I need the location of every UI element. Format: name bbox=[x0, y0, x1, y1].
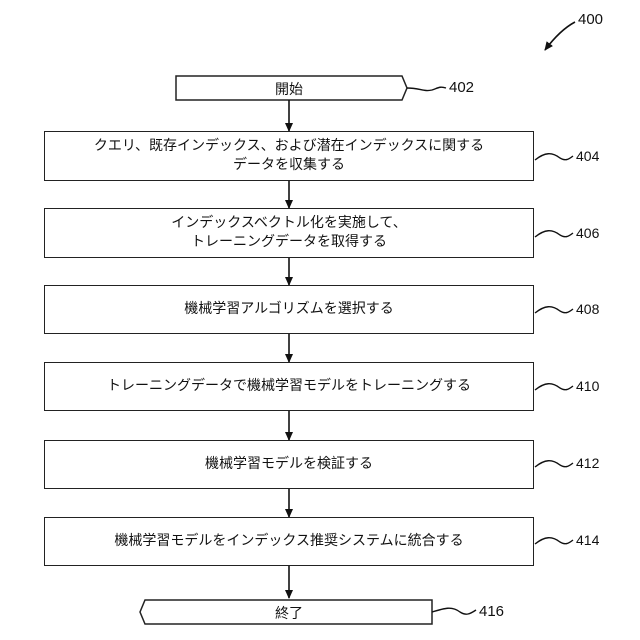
leader-line-414 bbox=[535, 538, 573, 544]
process-text-line: 機械学習モデルをインデックス推奨システムに統合する bbox=[114, 532, 463, 551]
process-text: トレーニングデータで機械学習モデルをトレーニングする bbox=[107, 377, 471, 396]
end-label: 終了 bbox=[275, 606, 303, 622]
leader-line-410 bbox=[535, 384, 573, 390]
process-box-408: 機械学習アルゴリズムを選択する bbox=[44, 285, 534, 334]
figure-ref-arrow bbox=[545, 22, 575, 50]
ref-412: 412 bbox=[576, 455, 599, 471]
ref-402: 402 bbox=[449, 79, 474, 96]
process-box-412: 機械学習モデルを検証する bbox=[44, 440, 534, 489]
process-text-line: トレーニングデータで機械学習モデルをトレーニングする bbox=[107, 377, 471, 396]
process-text: インデックスベクトル化を実施して、 トレーニングデータを取得する bbox=[171, 214, 406, 252]
ref-414: 414 bbox=[576, 532, 599, 548]
process-text-line: 機械学習アルゴリズムを選択する bbox=[184, 300, 394, 319]
start-label: 開始 bbox=[275, 82, 303, 98]
process-text-line: インデックスベクトル化を実施して、 bbox=[171, 214, 406, 233]
process-box-414: 機械学習モデルをインデックス推奨システムに統合する bbox=[44, 517, 534, 566]
leader-line-406 bbox=[535, 231, 573, 237]
leader-line-408 bbox=[535, 307, 573, 313]
ref-410: 410 bbox=[576, 378, 599, 394]
process-text-line: トレーニングデータを取得する bbox=[171, 233, 406, 252]
process-text: 機械学習アルゴリズムを選択する bbox=[184, 300, 394, 319]
ref-404: 404 bbox=[576, 148, 599, 164]
process-box-406: インデックスベクトル化を実施して、 トレーニングデータを取得する bbox=[44, 208, 534, 258]
figure-ref-label: 400 bbox=[578, 11, 603, 28]
leader-line-412 bbox=[535, 461, 573, 467]
ref-408: 408 bbox=[576, 301, 599, 317]
process-box-404: クエリ、既存インデックス、および潜在インデックスに関する データを収集する bbox=[44, 131, 534, 181]
process-text: 機械学習モデルをインデックス推奨システムに統合する bbox=[114, 532, 463, 551]
leader-line-402 bbox=[407, 87, 446, 90]
ref-416: 416 bbox=[479, 603, 504, 620]
process-text-line: データを収集する bbox=[94, 156, 484, 175]
process-text-line: クエリ、既存インデックス、および潜在インデックスに関する bbox=[94, 137, 484, 156]
leader-line-416 bbox=[432, 608, 476, 614]
ref-406: 406 bbox=[576, 225, 599, 241]
leader-line-404 bbox=[535, 154, 573, 160]
process-text: 機械学習モデルを検証する bbox=[205, 455, 373, 474]
process-text-line: 機械学習モデルを検証する bbox=[205, 455, 373, 474]
process-text: クエリ、既存インデックス、および潜在インデックスに関する データを収集する bbox=[94, 137, 484, 175]
process-box-410: トレーニングデータで機械学習モデルをトレーニングする bbox=[44, 362, 534, 411]
